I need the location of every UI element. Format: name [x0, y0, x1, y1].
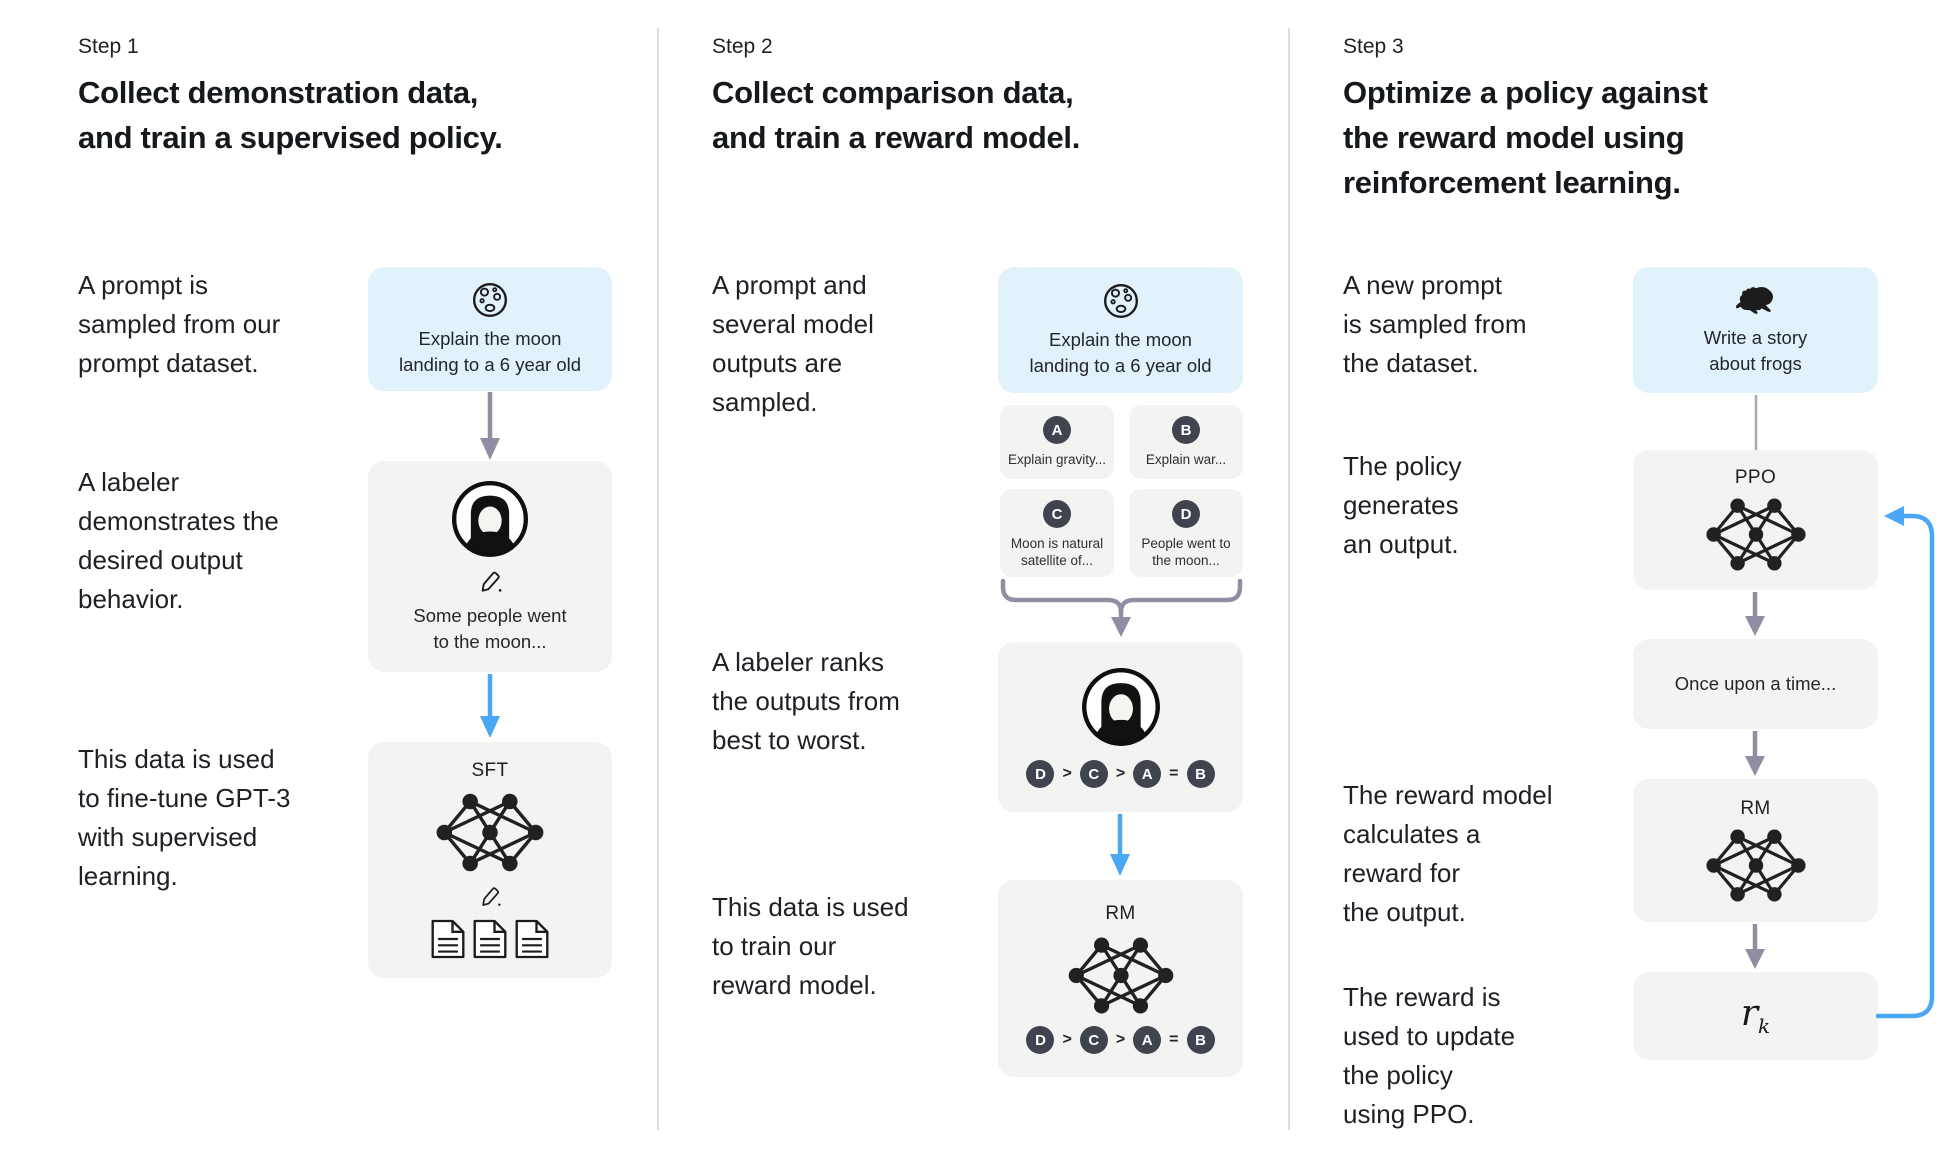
down-arrow-icon: [480, 392, 500, 460]
step-1-prompt-box: Explain the moon landing to a 6 year old: [368, 267, 612, 391]
model-label: RM: [1105, 903, 1136, 924]
step-2-title: Collect comparison data, and train a rew…: [712, 75, 1081, 155]
rank-operator: >: [1062, 1031, 1072, 1048]
prompt-text: Explain the moon landing to a 6 year old: [398, 327, 582, 375]
step-3-title: Optimize a policy against the reward mod…: [1343, 75, 1708, 200]
ranking-row: D > C > A = B: [1026, 760, 1215, 788]
labeler-avatar-icon: [452, 480, 528, 557]
connector-line: [1754, 395, 1758, 450]
ranking-row: D > C > A = B: [1026, 1026, 1215, 1054]
output-text: Once upon a time...: [1674, 673, 1837, 694]
down-arrow-icon: [1745, 924, 1765, 969]
step-3-annotation: The policy generates an output.: [1343, 451, 1462, 559]
step-1-annotation: This data is used to fine-tune GPT-3 wit…: [78, 744, 291, 891]
documents-icon: [430, 918, 550, 960]
reward-value: rk: [1740, 993, 1771, 1039]
step-1-title: Collect demonstration data, and train a …: [78, 75, 503, 155]
step-1-label: Step 1: [78, 35, 139, 58]
neural-network-icon: [436, 793, 544, 872]
output-text: People went to the moon...: [1141, 536, 1231, 568]
column-divider: [657, 28, 659, 1130]
step-2-annotation: This data is used to train our reward mo…: [712, 892, 909, 1000]
pencil-icon: [482, 887, 501, 906]
rank-operator: >: [1115, 1031, 1126, 1048]
rank-letter-badge: C: [1079, 1026, 1108, 1054]
rank-letter-badge: C: [1079, 760, 1108, 788]
step-2-labeler-rank-box: D > C > A = B: [998, 642, 1243, 812]
rank-operator: >: [1062, 765, 1072, 782]
rank-operator: =: [1169, 765, 1179, 782]
rank-letter-badge: D: [1026, 760, 1055, 788]
step-1-annotation: A prompt is sampled from our prompt data…: [78, 270, 281, 378]
demonstration-text: Some people went to the moon...: [413, 604, 567, 652]
step-2-annotation: A prompt and several model outputs are s…: [712, 270, 874, 417]
output-text: Explain gravity...: [1007, 452, 1107, 467]
step-3-annotation: The reward is used to update the policy …: [1343, 982, 1516, 1129]
step-2-rm-box: RM D > C > A = B: [998, 880, 1243, 1077]
moon-icon: [1103, 283, 1138, 318]
step-3-reward-box: rk: [1633, 972, 1878, 1060]
step-3-prompt-box: Write a story about frogs: [1633, 267, 1878, 393]
model-label: RM: [1740, 797, 1771, 819]
output-letter-badge: D: [1172, 500, 1200, 528]
neural-network-icon: [1705, 829, 1806, 901]
output-b-box: B Explain war...: [1129, 405, 1243, 479]
step-3-annotation: The reward model calculates a reward for…: [1343, 780, 1553, 927]
down-arrow-icon: [480, 674, 500, 738]
frog-icon: [1735, 287, 1773, 314]
model-label: SFT: [471, 760, 509, 781]
step-3-output-box: Once upon a time...: [1633, 639, 1878, 729]
step-3-ppo-box: PPO: [1633, 450, 1878, 590]
neural-network-icon: [1705, 498, 1806, 571]
column-divider: [1288, 28, 1290, 1130]
step-3-rm-box: RM: [1633, 779, 1878, 922]
rank-letter-badge: B: [1186, 1026, 1215, 1054]
output-letter-badge: A: [1043, 416, 1071, 444]
down-arrow-icon: [1745, 731, 1765, 776]
step-3-annotation: A new prompt is sampled from the dataset…: [1343, 270, 1527, 378]
output-letter-badge: B: [1172, 416, 1200, 444]
output-letter-badge: C: [1043, 500, 1071, 528]
brace-merge-arrow-icon: [1000, 579, 1243, 637]
moon-icon: [472, 282, 508, 317]
prompt-text: Write a story about frogs: [1703, 327, 1808, 374]
step-1-sft-box: SFT: [368, 742, 612, 978]
output-a-box: A Explain gravity...: [1000, 405, 1114, 479]
feedback-loop-arrow-icon: [1876, 506, 1935, 1019]
step-2-prompt-box: Explain the moon landing to a 6 year old: [998, 267, 1243, 393]
output-c-box: C Moon is natural satellite of...: [1000, 489, 1114, 577]
rank-operator: >: [1115, 765, 1126, 782]
rank-operator: =: [1169, 1031, 1179, 1048]
down-arrow-icon: [1745, 592, 1765, 636]
neural-network-icon: [1068, 937, 1173, 1014]
rank-letter-badge: A: [1133, 1026, 1162, 1054]
output-text: Explain war...: [1145, 452, 1227, 467]
rank-letter-badge: D: [1026, 1026, 1055, 1054]
step-2-label: Step 2: [712, 35, 773, 58]
step-2-annotation: A labeler ranks the outputs from best to…: [712, 647, 900, 755]
model-label: PPO: [1734, 467, 1777, 488]
rank-letter-badge: B: [1186, 760, 1215, 788]
rank-letter-badge: A: [1133, 760, 1162, 788]
pencil-icon: [481, 571, 502, 592]
output-text: Moon is natural satellite of...: [1010, 536, 1104, 568]
labeler-avatar-icon: [1081, 668, 1160, 746]
prompt-text: Explain the moon landing to a 6 year old: [1029, 328, 1212, 376]
step-3-label: Step 3: [1343, 35, 1404, 58]
output-d-box: D People went to the moon...: [1129, 489, 1243, 577]
down-arrow-icon: [1110, 814, 1130, 876]
step-1-labeler-box: Some people went to the moon...: [368, 461, 612, 672]
step-1-annotation: A labeler demonstrates the desired outpu…: [78, 467, 279, 614]
